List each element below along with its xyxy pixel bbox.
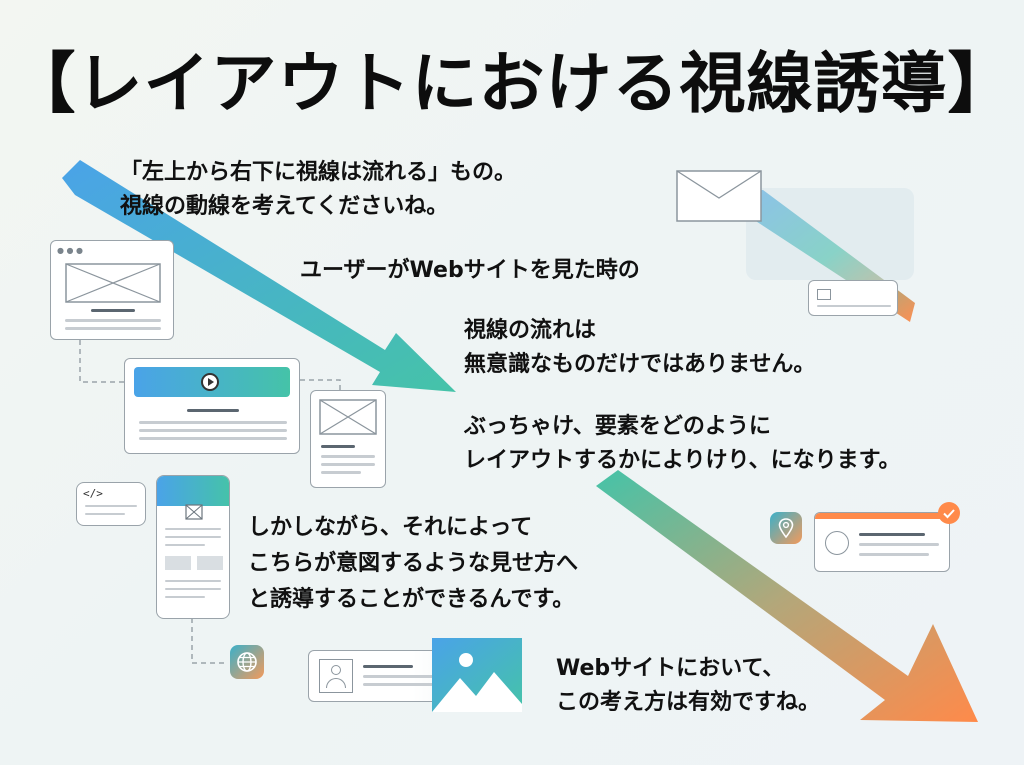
browser-wireframe: ● ● ● (50, 240, 174, 340)
notification-card (814, 512, 950, 572)
article-card-wireframe (310, 390, 386, 488)
blurred-panel (746, 188, 914, 280)
image-icon (817, 289, 831, 300)
conclusion-text: Webサイトにおいて、 この考え方は有効ですね。 (556, 656, 821, 715)
flow-text: 視線の流れは 無意識なものだけではありません。 (464, 318, 816, 377)
wireframe-image-icon (65, 263, 161, 303)
image-card-wireframe (808, 280, 898, 316)
arrow-top-left (62, 160, 456, 392)
globe-icon[interactable] (230, 645, 264, 679)
avatar (825, 531, 849, 555)
mobile-wireframe (156, 475, 230, 619)
guide-text: しかしながら、それによって こちらが意図するような見せ方へ と誘導することができ… (248, 515, 579, 612)
user-avatar-icon (319, 659, 353, 693)
mountain-image-icon (432, 638, 522, 712)
wireframe-image-icon (185, 504, 203, 520)
checkmark-icon (938, 502, 960, 524)
when-text: ユーザーがWebサイトを見た時の (300, 258, 640, 283)
video-card-wireframe (124, 358, 300, 454)
intro-text: 「左上から右下に視線は流れる」もの。 視線の動線を考えてくださいね。 (120, 160, 517, 219)
window-dots-icon: ● ● ● (57, 246, 84, 255)
code-bubble: </> (76, 482, 146, 526)
code-icon: </> (83, 487, 103, 500)
page-title: 【レイアウトにおける視線誘導】 (9, 45, 1015, 122)
wireframe-image-icon (676, 170, 762, 222)
layout-text: ぶっちゃけ、要素をどのように レイアウトするかによりけり、になります。 (464, 414, 901, 473)
play-icon[interactable] (201, 373, 219, 391)
arrow-bottom-right (596, 470, 978, 722)
location-pin-icon[interactable] (770, 512, 802, 544)
wireframe-image-icon (319, 399, 377, 435)
